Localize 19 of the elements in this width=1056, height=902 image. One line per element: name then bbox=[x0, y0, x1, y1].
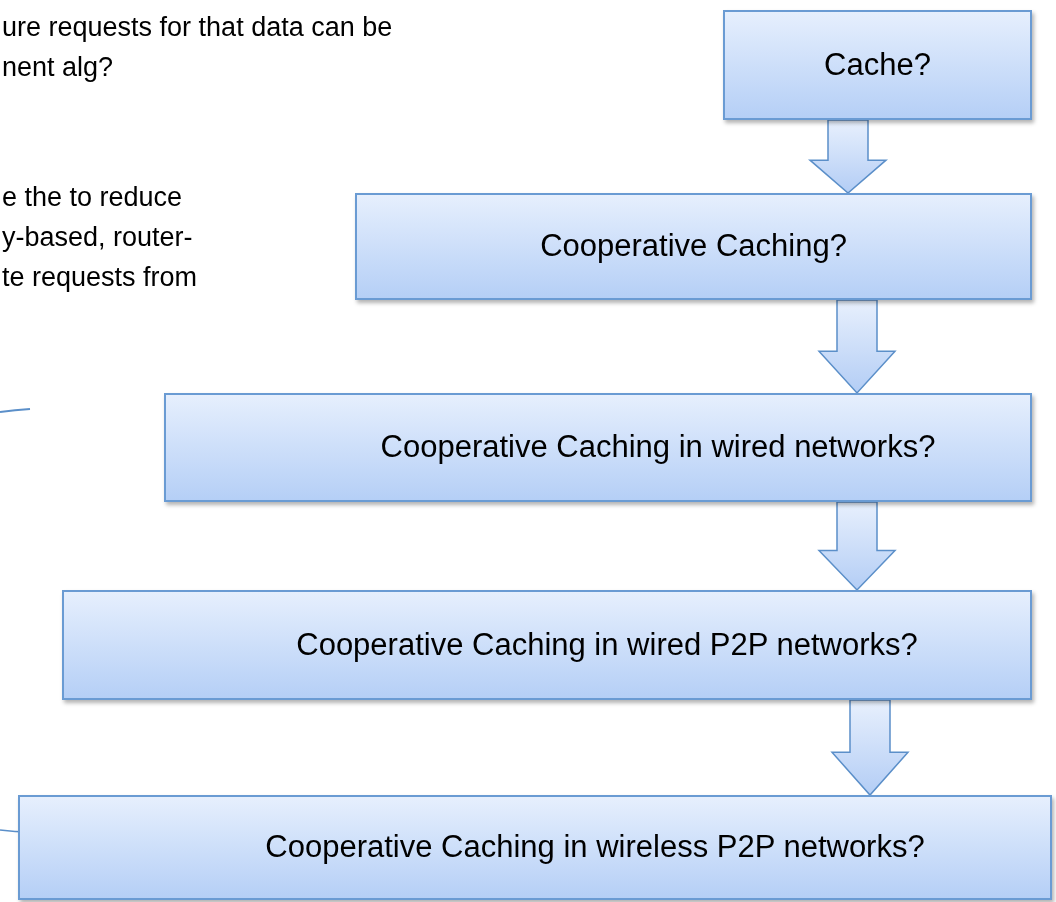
text-line: nent alg? bbox=[2, 51, 114, 84]
text-line: te requests from bbox=[2, 261, 198, 294]
process-box bbox=[723, 10, 1032, 120]
process-box bbox=[18, 795, 1052, 900]
block-arrow bbox=[808, 119, 888, 194]
block-arrow bbox=[830, 699, 910, 797]
box-label: Cooperative Caching in wired networks? bbox=[380, 428, 936, 467]
process-box bbox=[355, 193, 1032, 300]
box-label: Cooperative Caching in wired P2P networks? bbox=[296, 625, 918, 664]
box-label: Cooperative Caching? bbox=[540, 227, 847, 266]
text-line: ure requests for that data can be bbox=[2, 11, 393, 44]
box-label: Cooperative Caching in wireless P2P networks? bbox=[265, 828, 925, 867]
process-box bbox=[164, 393, 1032, 502]
text-line: e the to reduce bbox=[2, 181, 183, 214]
text-line: y-based, router- bbox=[2, 221, 193, 254]
box-label: Cache? bbox=[824, 45, 931, 84]
process-box bbox=[62, 590, 1032, 700]
block-arrow bbox=[817, 501, 897, 592]
block-arrow bbox=[817, 299, 897, 395]
